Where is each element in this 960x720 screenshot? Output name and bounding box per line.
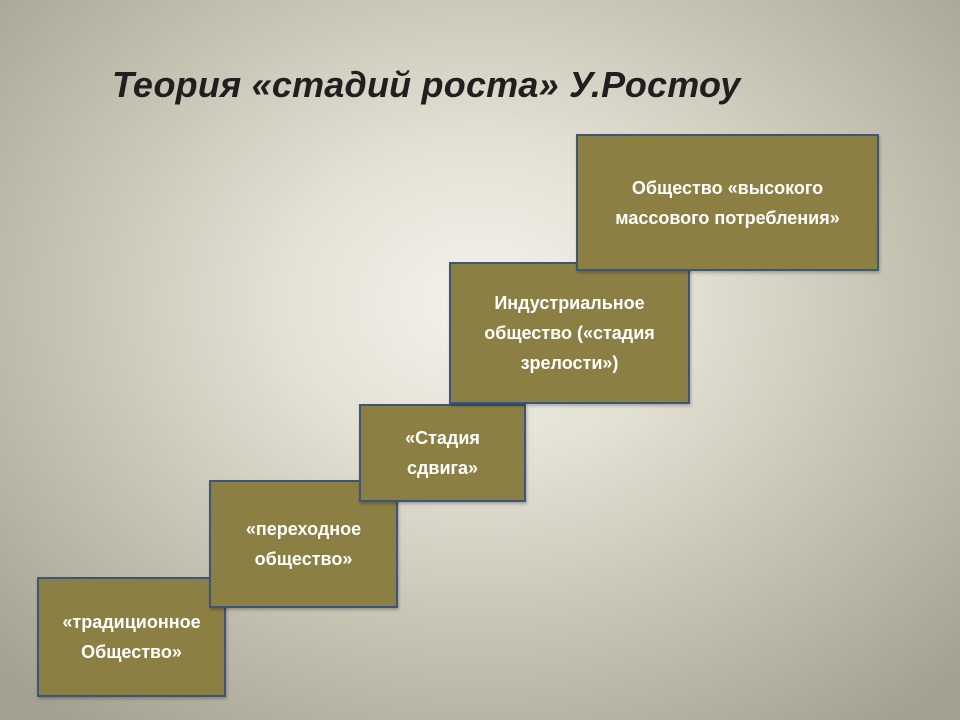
stage-traditional-society: «традиционное Общество» (37, 577, 226, 697)
stage-label: «переходное общество» (245, 519, 362, 569)
stage-label: Индустриальное общество («стадия зрелост… (484, 293, 655, 373)
stage-high-mass-consumption: Общество «высокого массового потребления… (576, 134, 879, 271)
stage-label: «традиционное Общество» (62, 612, 201, 662)
stage-label: «Стадия сдвига» (405, 428, 480, 478)
slide-title: Теория «стадий роста» У.Ростоу (112, 64, 741, 105)
stage-industrial-maturity: Индустриальное общество («стадия зрелост… (449, 262, 690, 404)
stage-label: Общество «высокого массового потребления… (615, 177, 840, 228)
stage-take-off: «Стадия сдвига» (359, 404, 526, 502)
